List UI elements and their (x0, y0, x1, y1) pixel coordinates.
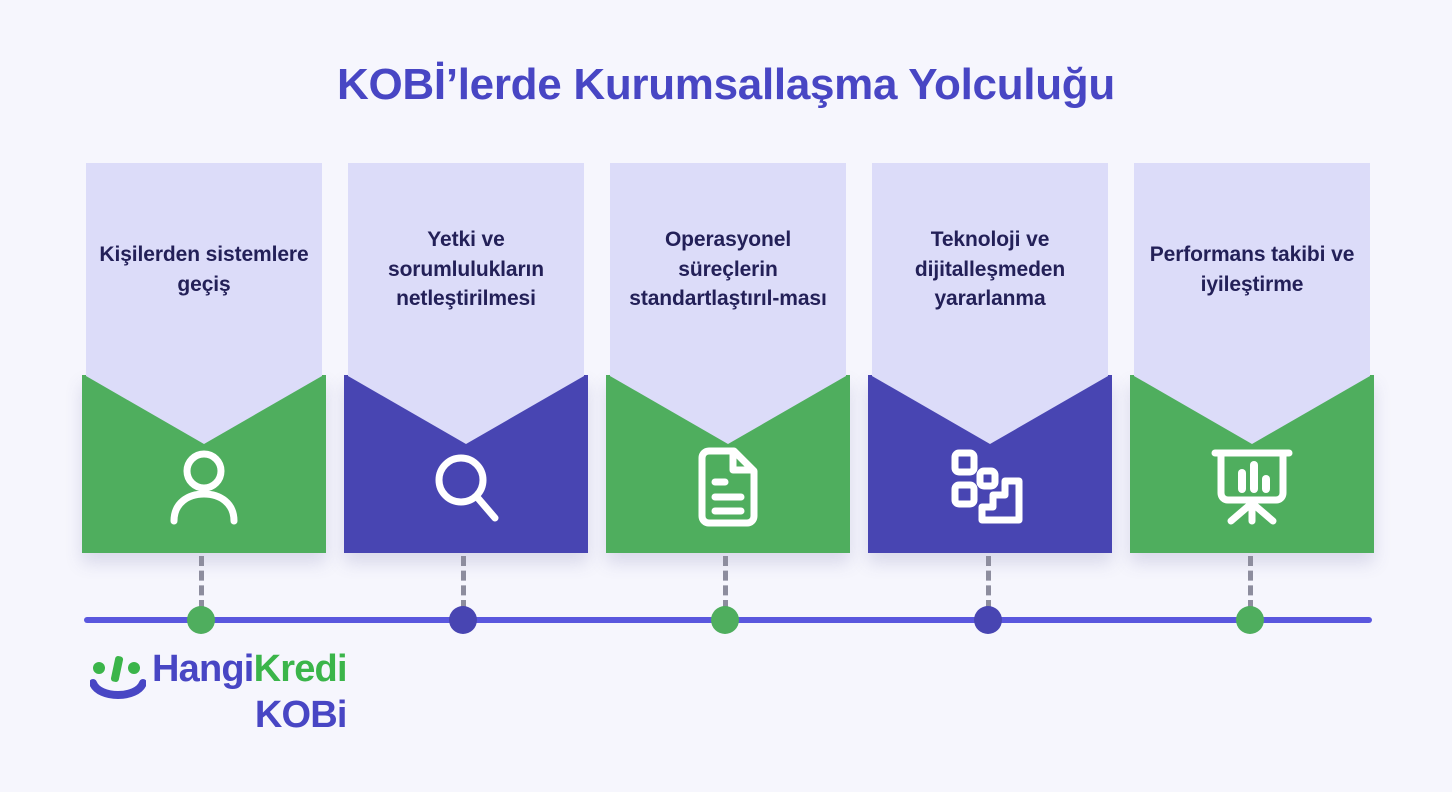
steps-row: Kişilerden sistemlere geçiş Yetki ve sor… (82, 163, 1374, 553)
step-card-1-label: Kişilerden sistemlere geçiş (99, 242, 309, 296)
logo-word-hangi: Hangi (152, 648, 254, 690)
step-card-3-panel (610, 163, 846, 444)
timeline-node-4[interactable] (974, 606, 1002, 634)
document-icon (610, 447, 846, 527)
timeline-node-5[interactable] (1236, 606, 1264, 634)
presentation-chart-icon (1134, 445, 1370, 527)
magnifier-icon (348, 447, 584, 527)
step-card-2-panel (348, 163, 584, 444)
step-card-2[interactable]: Yetki ve sorumlulukların netleştirilmesi (344, 163, 588, 553)
timeline-node-3[interactable] (711, 606, 739, 634)
step-card-2-label: Yetki ve sorumlulukların netleştirilmesi (387, 227, 545, 311)
connector-line-2 (461, 556, 466, 610)
smiley-face-mark-icon (89, 654, 147, 706)
page-title: KOBİ’lerde Kurumsallaşma Yolculuğu (337, 60, 1115, 109)
timeline-node-1[interactable] (187, 606, 215, 634)
connector-line-3 (723, 556, 728, 610)
connector-line-5 (1248, 556, 1253, 610)
logo-word-kobi: KOBi (254, 694, 348, 736)
digital-blocks-icon (872, 447, 1108, 527)
connector-line-1 (199, 556, 204, 610)
timeline-node-2[interactable] (449, 606, 477, 634)
logo-wordmark: HangiKredi KOBi (152, 648, 348, 736)
step-card-5-panel (1134, 163, 1370, 444)
step-card-1-panel (86, 163, 322, 444)
step-card-1[interactable]: Kişilerden sistemlere geçiş (82, 163, 326, 553)
step-card-5[interactable]: Performans takibi ve iyileştirme (1130, 163, 1374, 553)
step-card-4-label: Teknoloji ve dijitalleşmeden yararlanma (914, 227, 1066, 311)
step-card-4-panel (872, 163, 1108, 444)
step-card-3-label: Operasyonel süreçlerin standartlaştırıl-… (629, 227, 827, 311)
person-icon (86, 447, 322, 527)
logo-word-kredi: Kredi (253, 648, 348, 690)
step-card-3[interactable]: Operasyonel süreçlerin standartlaştırıl-… (606, 163, 850, 553)
step-card-5-label: Performans takibi ve iyileştirme (1149, 242, 1355, 296)
step-card-4[interactable]: Teknoloji ve dijitalleşmeden yararlanma (868, 163, 1112, 553)
connector-line-4 (986, 556, 991, 610)
logo-line-1: HangiKredi (152, 648, 348, 690)
hangikredi-kobi-logo[interactable]: HangiKredi KOBi (89, 648, 348, 736)
